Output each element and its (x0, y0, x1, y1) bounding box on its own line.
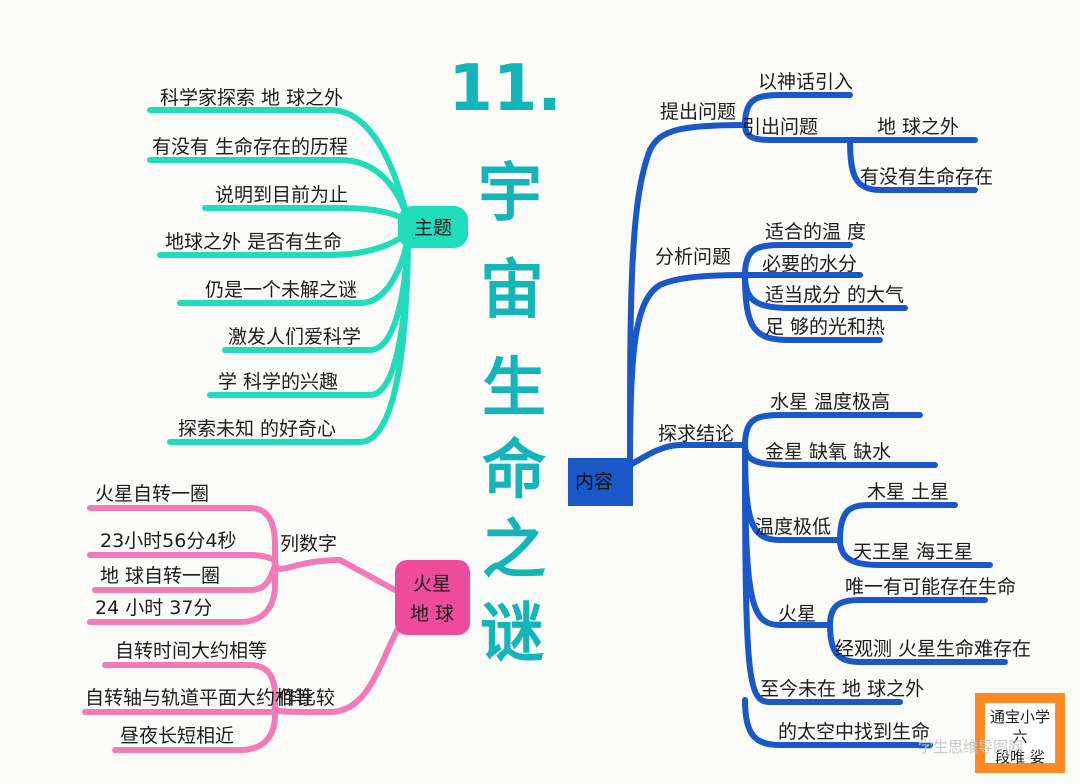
explore-final-2: 的太空中找到生命 (778, 721, 930, 743)
explore-label: 探求结论 (658, 423, 734, 445)
title-char-6: 谜 (480, 597, 544, 671)
cold-item-1: 木星 土星 (867, 481, 949, 503)
theme-item-4: 地球之外 是否有生命 (165, 231, 342, 253)
mars-item-1: 唯一有可能存在生命 (845, 576, 1016, 598)
raise-label: 提出问题 (660, 101, 736, 123)
content-branch (627, 92, 1008, 748)
theme-item-5: 仍是一个未解之谜 (205, 279, 357, 301)
cold-line-2 (837, 537, 993, 568)
cold-line-1 (837, 502, 958, 543)
author-corner: 通宝小学 六 段唯 娑 (975, 693, 1065, 773)
compare-item-3: 昼夜长短相近 (120, 725, 234, 747)
theme-item-1: 科学家探索 地 球之外 (160, 87, 343, 109)
theme-item-8: 探索未知 的好奇心 (178, 418, 336, 440)
title-number: 11. (448, 52, 561, 126)
raise-sub-2: 引出问题 (742, 116, 818, 138)
mars-earth-items: 火星自转一圈 23小时56分4秒 地 球自转一圈 24 小时 37分 自转时间大… (85, 483, 313, 747)
mars-item-2: 经观测 火星生命难存在 (835, 638, 1031, 660)
content-label: 内容 (575, 471, 613, 493)
list-item-3: 地 球自转一圈 (100, 565, 220, 587)
explore-mercury: 水星 温度极高 (770, 391, 890, 413)
me-line-4 (87, 562, 278, 625)
analyze-item-3: 适当成分 的大气 (765, 284, 904, 306)
mars-earth-branch (82, 505, 403, 753)
theme-node (398, 206, 468, 248)
analyze-item-2: 必要的水分 (762, 253, 857, 275)
content-trunk-raise (627, 122, 748, 463)
list-item-1: 火星自转一圈 (95, 483, 209, 505)
author-frame (975, 693, 1065, 773)
compare-label: 作比较 (278, 687, 335, 709)
author-line-1: 通宝小学 (990, 708, 1050, 726)
title-char-3: 生 (482, 352, 546, 426)
title-char-4: 命 (482, 434, 546, 508)
mars-earth-label-1: 火星 (413, 573, 451, 595)
explore-line-final (742, 442, 903, 705)
analyze-item-1: 适合的温 度 (765, 221, 866, 243)
cold-item-2: 天王星 海王星 (853, 541, 973, 563)
explore-line-mercury (742, 412, 923, 448)
raise-line-1 (742, 92, 853, 128)
analyze-item-4: 足 够的光和热 (765, 316, 885, 338)
author-line-3: 段唯 娑 (995, 748, 1045, 766)
theme-item-2: 有没有 生命存在的历程 (152, 136, 348, 158)
me-line-2 (87, 552, 278, 563)
raise-line-3 (847, 137, 978, 193)
list-item-2: 23小时56分4秒 (100, 530, 236, 552)
compare-item-2: 自转轴与轨道平面大约相等 (85, 687, 313, 709)
final-line-2 (742, 697, 933, 748)
mars-earth-label-2: 地 球 (410, 603, 454, 625)
analyze-label: 分析问题 (655, 246, 731, 268)
theme-item-3: 说明到目前为止 (215, 184, 348, 206)
content-items: 提出问题 以神话引入 引出问题 地 球之外 有没有生命存在 分析问题 适合的温 … (655, 71, 1031, 743)
theme-line-8 (167, 241, 411, 445)
title-char-1: 宇 (478, 157, 542, 231)
mars-line-1 (827, 597, 988, 628)
compare-item-1: 自转时间大约相等 (115, 640, 267, 662)
me-line-7 (112, 712, 278, 753)
theme-item-6: 激发人们爱科学 (228, 326, 361, 348)
title-column: 11. 宇 宙 生 命 之 谜 (448, 52, 561, 671)
content-node (568, 458, 633, 506)
title-char-2: 宙 (480, 254, 544, 328)
explore-final-1: 至今未在 地 球之外 (760, 678, 924, 700)
raise-sub-1: 以神话引入 (758, 71, 853, 93)
content-trunk-analyze (627, 272, 748, 463)
watermark: 学生思维导图网 (918, 738, 1023, 756)
explore-venus: 金星 缺氧 缺水 (765, 441, 891, 463)
content-trunk-explore (627, 442, 748, 468)
explore-cold-label: 温度极低 (755, 516, 831, 538)
author-line-2: 六 (1012, 728, 1027, 746)
analyze-line-1 (742, 242, 853, 278)
raise-line-2 (742, 122, 853, 143)
mars-line-2 (827, 622, 1008, 665)
list-numbers-label: 列数字 (280, 533, 337, 555)
mars-earth-node (395, 560, 470, 635)
title-char-5: 之 (482, 514, 546, 588)
theme-items: 科学家探索 地 球之外 有没有 生命存在的历程 说明到目前为止 地球之外 是否有… (152, 87, 361, 440)
list-item-4: 24 小时 37分 (95, 597, 212, 619)
explore-mars-label: 火星 (778, 603, 816, 625)
me-line-5 (102, 622, 403, 716)
raise-sub-2-item-2: 有没有生命存在 (860, 166, 993, 188)
theme-label: 主题 (414, 217, 452, 239)
raise-sub-2-item-1: 地 球之外 (877, 116, 959, 138)
analyze-line-4 (742, 272, 883, 343)
theme-item-7: 学 科学的兴趣 (218, 371, 338, 393)
